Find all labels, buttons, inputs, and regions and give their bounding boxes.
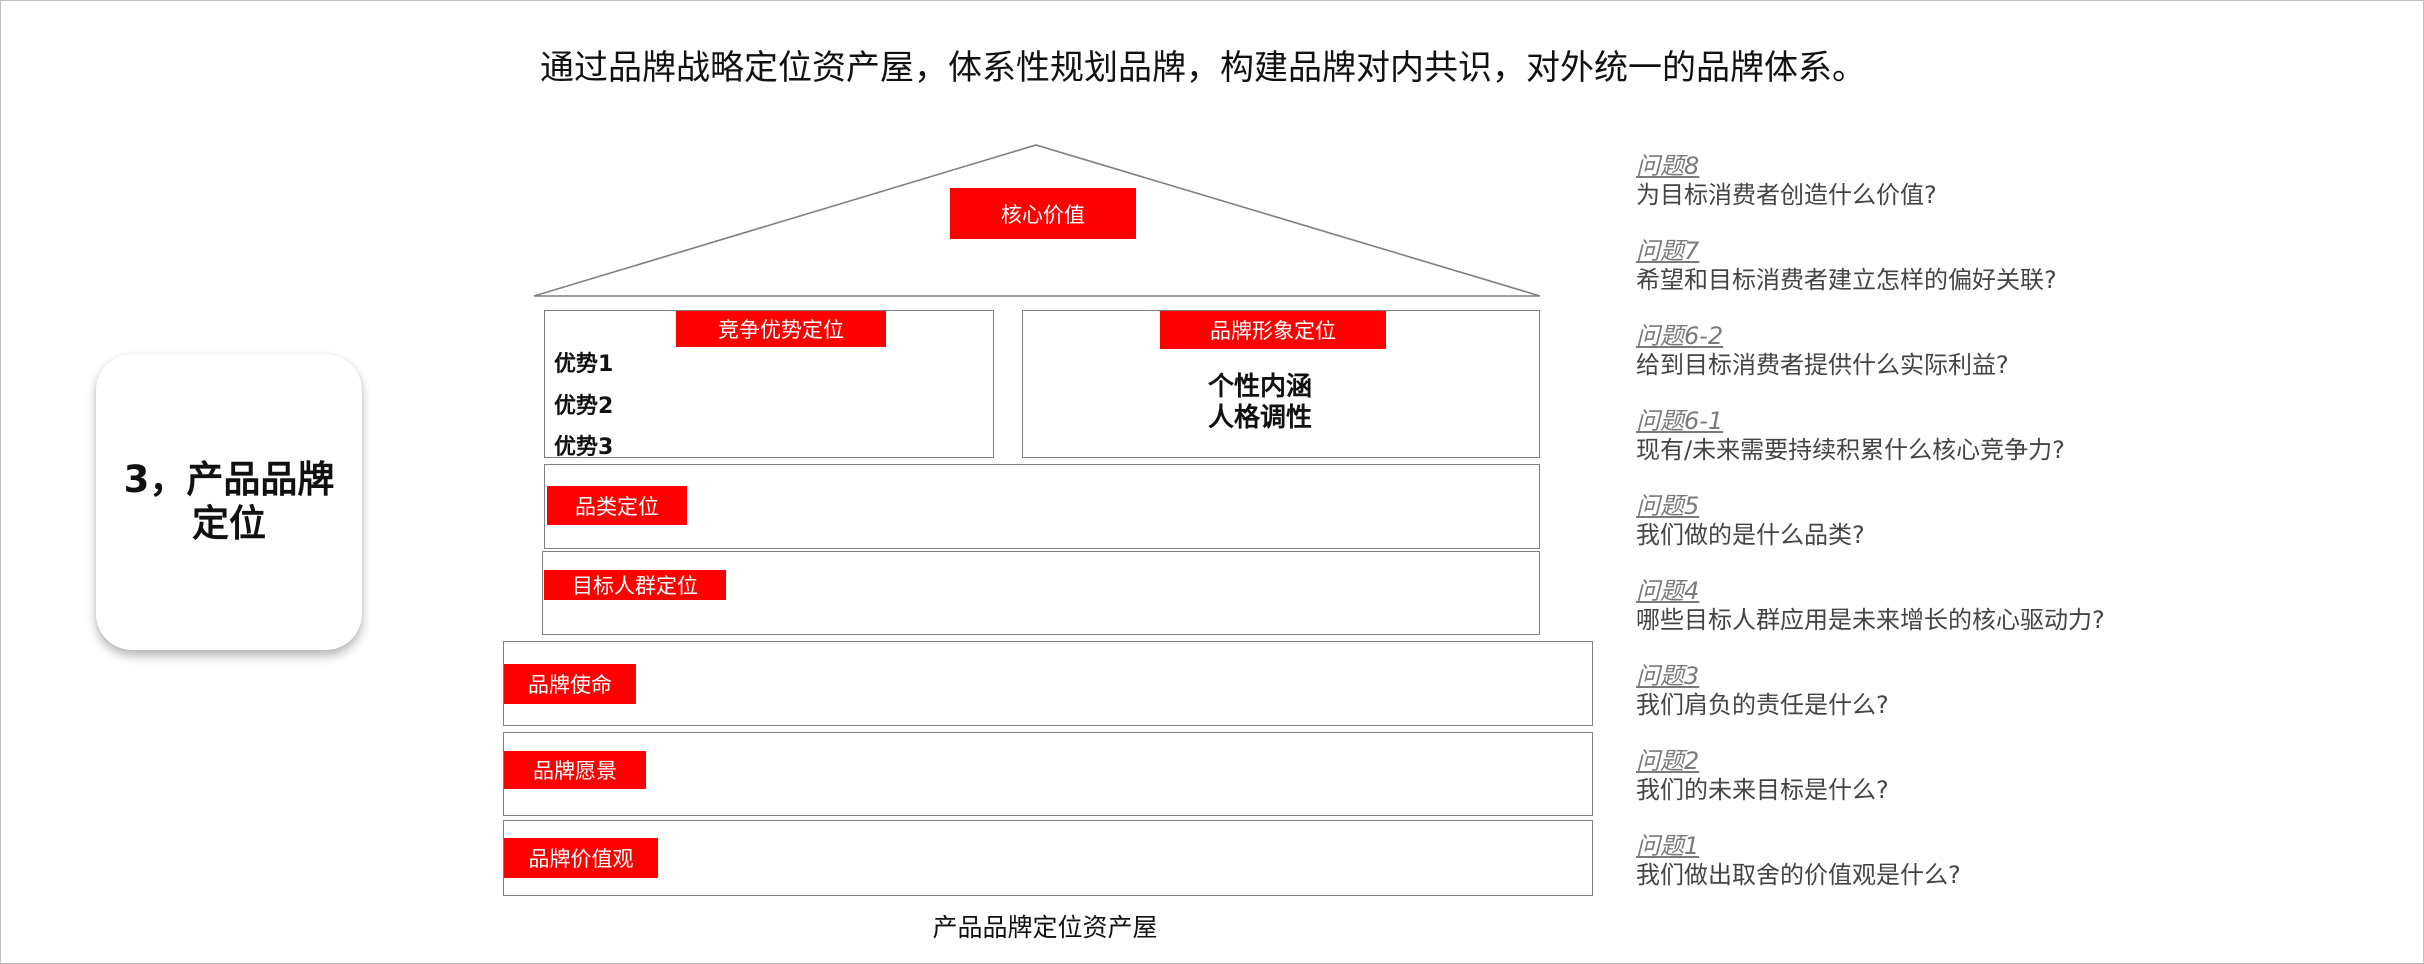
question-title: 问题7 bbox=[1636, 237, 1700, 265]
section-card: 3，产品品牌定位 bbox=[96, 354, 362, 650]
diagram-caption: 产品品牌定位资产屋 bbox=[932, 913, 1158, 942]
question-text: 现有/未来需要持续积累什么核心竞争力? bbox=[1636, 436, 2065, 464]
tag-target-group: 目标人群定位 bbox=[544, 570, 726, 600]
question-text: 哪些目标人群应用是未来增长的核心驱动力? bbox=[1636, 606, 2105, 634]
question-text: 我们做的是什么品类? bbox=[1636, 521, 1865, 549]
tag-category: 品类定位 bbox=[547, 486, 687, 525]
question-title: 问题6-2 bbox=[1636, 322, 1724, 350]
question-text: 给到目标消费者提供什么实际利益? bbox=[1636, 351, 2009, 379]
question-title: 问题3 bbox=[1636, 662, 1700, 690]
question-item: 问题3 我们肩负的责任是什么? bbox=[1636, 662, 2196, 720]
question-text: 希望和目标消费者建立怎样的偏好关联? bbox=[1636, 266, 2057, 294]
box-category bbox=[544, 464, 1540, 549]
tag-brand-image: 品牌形象定位 bbox=[1160, 311, 1386, 349]
question-item: 问题2 我们的未来目标是什么? bbox=[1636, 747, 2196, 805]
box-mission bbox=[503, 641, 1593, 726]
question-title: 问题4 bbox=[1636, 577, 1700, 605]
question-title: 问题5 bbox=[1636, 492, 1700, 520]
question-text: 我们肩负的责任是什么? bbox=[1636, 691, 1889, 719]
question-text: 我们做出取舍的价值观是什么? bbox=[1636, 861, 1961, 889]
question-item: 问题7 希望和目标消费者建立怎样的偏好关联? bbox=[1636, 237, 2196, 295]
question-item: 问题8 为目标消费者创造什么价值? bbox=[1636, 152, 2196, 210]
brand-image-line: 人格调性 bbox=[1207, 403, 1312, 433]
section-card-title: 3，产品品牌定位 bbox=[123, 458, 335, 545]
advantage-item: 优势3 bbox=[554, 435, 614, 460]
question-item: 问题5 我们做的是什么品类? bbox=[1636, 492, 2196, 550]
question-title: 问题8 bbox=[1636, 152, 1700, 180]
tag-core-value: 核心价值 bbox=[950, 188, 1136, 239]
question-item: 问题6-2 给到目标消费者提供什么实际利益? bbox=[1636, 322, 2196, 380]
tag-mission: 品牌使命 bbox=[504, 664, 636, 704]
advantage-item: 优势1 bbox=[554, 352, 614, 377]
question-title: 问题2 bbox=[1636, 747, 1700, 775]
question-item: 问题1 我们做出取舍的价值观是什么? bbox=[1636, 832, 2196, 890]
tag-competitive-advantage: 竞争优势定位 bbox=[676, 311, 886, 347]
headline: 通过品牌战略定位资产屋，体系性规划品牌，构建品牌对内共识，对外统一的品牌体系。 bbox=[540, 48, 1866, 88]
question-title: 问题6-1 bbox=[1636, 407, 1724, 435]
box-vision bbox=[503, 732, 1593, 816]
question-item: 问题4 哪些目标人群应用是未来增长的核心驱动力? bbox=[1636, 577, 2196, 635]
question-text: 为目标消费者创造什么价值? bbox=[1636, 181, 1937, 209]
brand-image-line: 个性内涵 bbox=[1207, 372, 1312, 402]
question-item: 问题6-1 现有/未来需要持续积累什么核心竞争力? bbox=[1636, 407, 2196, 465]
tag-vision: 品牌愿景 bbox=[504, 751, 646, 789]
box-values bbox=[503, 820, 1593, 896]
advantage-item: 优势2 bbox=[554, 394, 614, 419]
question-text: 我们的未来目标是什么? bbox=[1636, 776, 1889, 804]
tag-values: 品牌价值观 bbox=[504, 838, 658, 878]
question-title: 问题1 bbox=[1636, 832, 1700, 860]
